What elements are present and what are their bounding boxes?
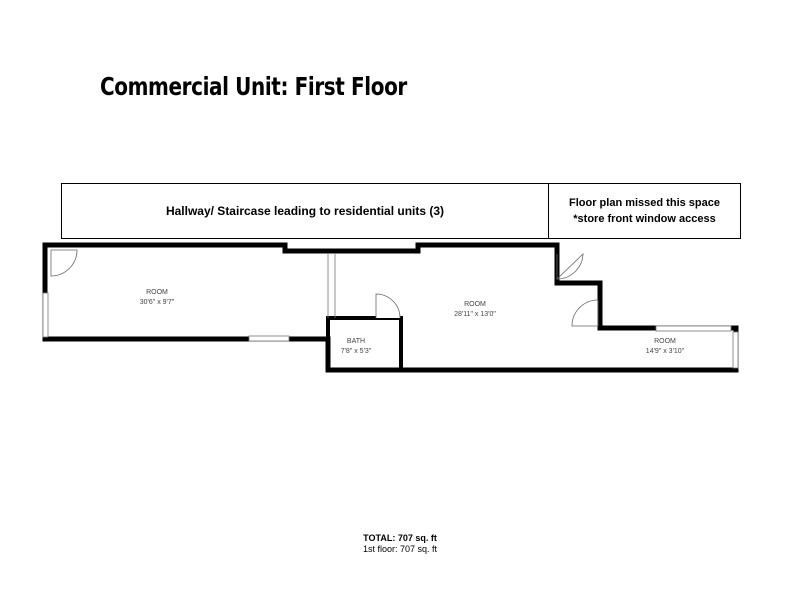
room-name: ROOM — [464, 301, 486, 308]
room-label-2: ROOM 28'11" x 13'0" — [435, 300, 515, 320]
bath-label: BATH 7'8" x 5'3" — [316, 337, 396, 357]
door-swings — [50, 249, 599, 327]
room-size: 30'6" x 9'7" — [139, 299, 175, 306]
room-size: 28'11" x 13'0" — [454, 311, 496, 318]
partition-wall — [327, 253, 336, 318]
room-name: BATH — [346, 338, 366, 345]
missed-line-2: *store front window access — [573, 213, 716, 225]
room-label-1: ROOM 30'6" x 9'7" — [117, 288, 197, 308]
room-name: ROOM — [146, 289, 168, 296]
bath-walls — [326, 316, 403, 372]
windows — [42, 292, 739, 369]
room-name: ROOM — [654, 338, 676, 345]
hallway-banner: Hallway/ Staircase leading to residentia… — [61, 183, 741, 239]
missed-space-note: Floor plan missed this space *store fron… — [549, 184, 740, 238]
room-size: 14'9" x 3'10" — [645, 348, 685, 355]
floor-area: 1st floor: 707 sq. ft — [362, 544, 438, 554]
hallway-label: Hallway/ Staircase leading to residentia… — [62, 184, 549, 238]
area-totals: TOTAL: 707 sq. ft 1st floor: 707 sq. ft — [300, 533, 500, 555]
total-area: TOTAL: 707 sq. ft — [363, 533, 437, 543]
missed-line-1: Floor plan missed this space — [569, 197, 720, 209]
page-title: Commercial Unit: First Floor — [100, 72, 407, 101]
room-size: 7'8" x 5'3" — [340, 348, 372, 355]
room-label-3: ROOM 14'9" x 3'10" — [625, 337, 705, 357]
